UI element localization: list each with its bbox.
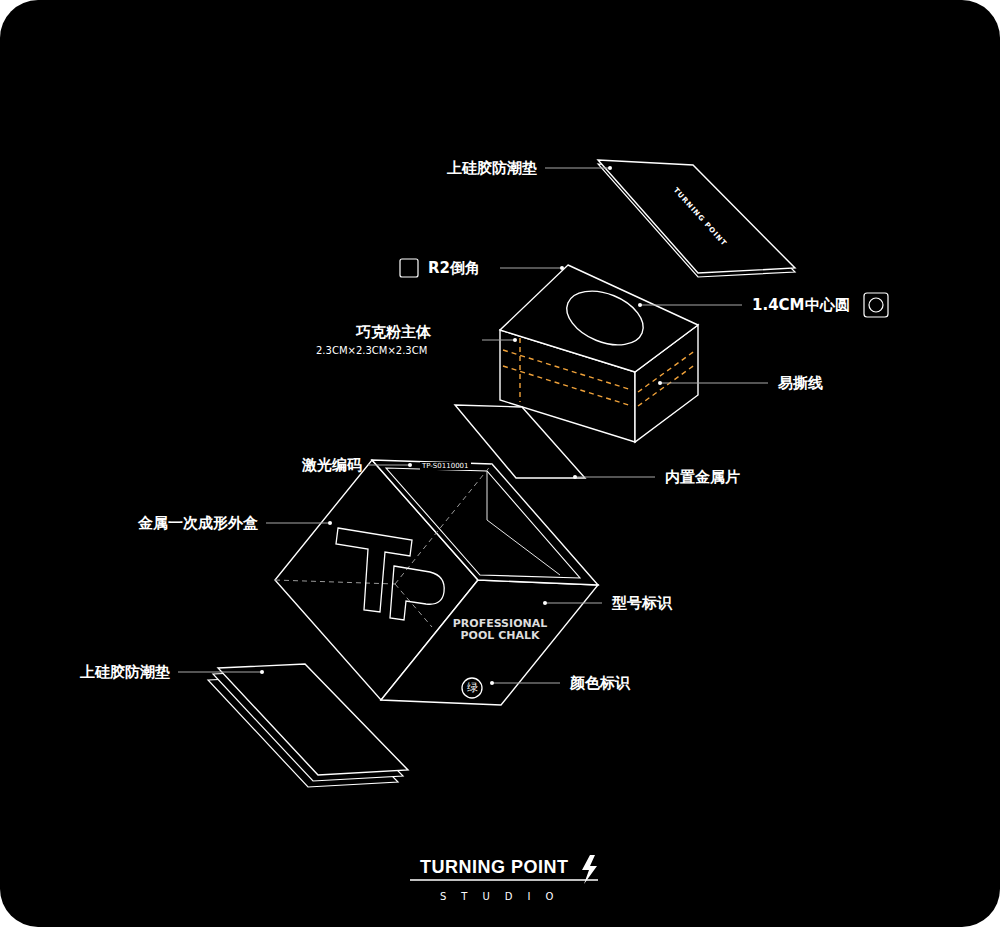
tear-line xyxy=(503,366,632,406)
callout-label: 内置金属片 xyxy=(665,468,740,486)
model-print: PROFESSIONAL POOL CHALK xyxy=(452,618,548,642)
leader-dots xyxy=(260,166,662,685)
circle-icon xyxy=(864,293,888,317)
circle-icon xyxy=(869,298,883,312)
top-silicone-pad xyxy=(598,160,795,273)
leader-dot xyxy=(608,166,612,170)
logo-underline xyxy=(410,879,598,881)
chamfer-icon xyxy=(400,259,418,277)
leader-dot xyxy=(490,681,494,685)
laser-code: TP-S0110001 xyxy=(420,462,471,470)
leader-line xyxy=(266,523,330,524)
tear-line xyxy=(638,350,696,392)
hidden-edge xyxy=(395,584,432,627)
callout-label: 上硅胶防潮垫 xyxy=(80,663,170,681)
leader-line xyxy=(640,305,742,306)
tear-line xyxy=(638,364,696,406)
bottom-silicone-pad xyxy=(218,664,408,775)
color-mark: 绿 xyxy=(467,681,478,694)
hidden-edge xyxy=(275,580,395,584)
leader-line xyxy=(545,603,602,604)
leader-lines xyxy=(178,168,768,683)
color-mark-circle xyxy=(462,678,482,698)
callout-label: 1.4CM中心圆 xyxy=(752,296,850,314)
callout-label: 上硅胶防潮垫 xyxy=(447,159,537,177)
leader-dot xyxy=(573,475,577,479)
leader-line xyxy=(368,465,410,466)
leader-dot xyxy=(658,381,662,385)
callout-label: 激光编码 xyxy=(302,456,362,474)
dimension-label: 2.3CM×2.3CM×2.3CM xyxy=(316,345,427,357)
leader-dot xyxy=(260,670,264,674)
leader-line xyxy=(178,672,262,673)
center-circle xyxy=(559,281,651,355)
box-top-face xyxy=(372,460,598,585)
leader-line xyxy=(575,477,655,478)
leader-dot xyxy=(638,303,642,307)
callout-label: 颜色标识 xyxy=(570,674,630,692)
chalk-top-face xyxy=(500,265,698,372)
tear-line xyxy=(519,338,520,402)
leader-dot xyxy=(560,266,564,270)
callout-label: R2倒角 xyxy=(428,259,480,277)
hidden-edge xyxy=(395,464,492,584)
leader-line xyxy=(660,383,768,384)
tp-logo xyxy=(390,566,444,620)
leader-dot xyxy=(408,463,412,467)
callout-label: 易撕线 xyxy=(778,374,823,392)
callout-label: 金属一次成形外盒 xyxy=(138,514,258,532)
box-right-face xyxy=(381,580,598,705)
callout-label: 巧克粉主体 xyxy=(356,323,431,341)
brand-subtitle: STUDIO xyxy=(440,891,568,903)
leader-line xyxy=(500,268,562,269)
leader-dot xyxy=(543,601,547,605)
callout-label: 型号标识 xyxy=(612,594,672,612)
box-opening xyxy=(386,468,580,578)
brand-name: TURNING POINT xyxy=(420,857,569,879)
leader-line xyxy=(545,168,610,169)
leader-line xyxy=(482,340,515,341)
tear-line xyxy=(503,350,632,390)
leader-line xyxy=(492,683,560,684)
tp-logo xyxy=(336,528,412,612)
leader-dot xyxy=(328,521,332,525)
inner-wall-edge xyxy=(487,471,488,520)
inner-wall-edge xyxy=(487,520,560,575)
pad-print: TURNING POINT xyxy=(671,186,728,248)
leader-dot xyxy=(513,338,517,342)
